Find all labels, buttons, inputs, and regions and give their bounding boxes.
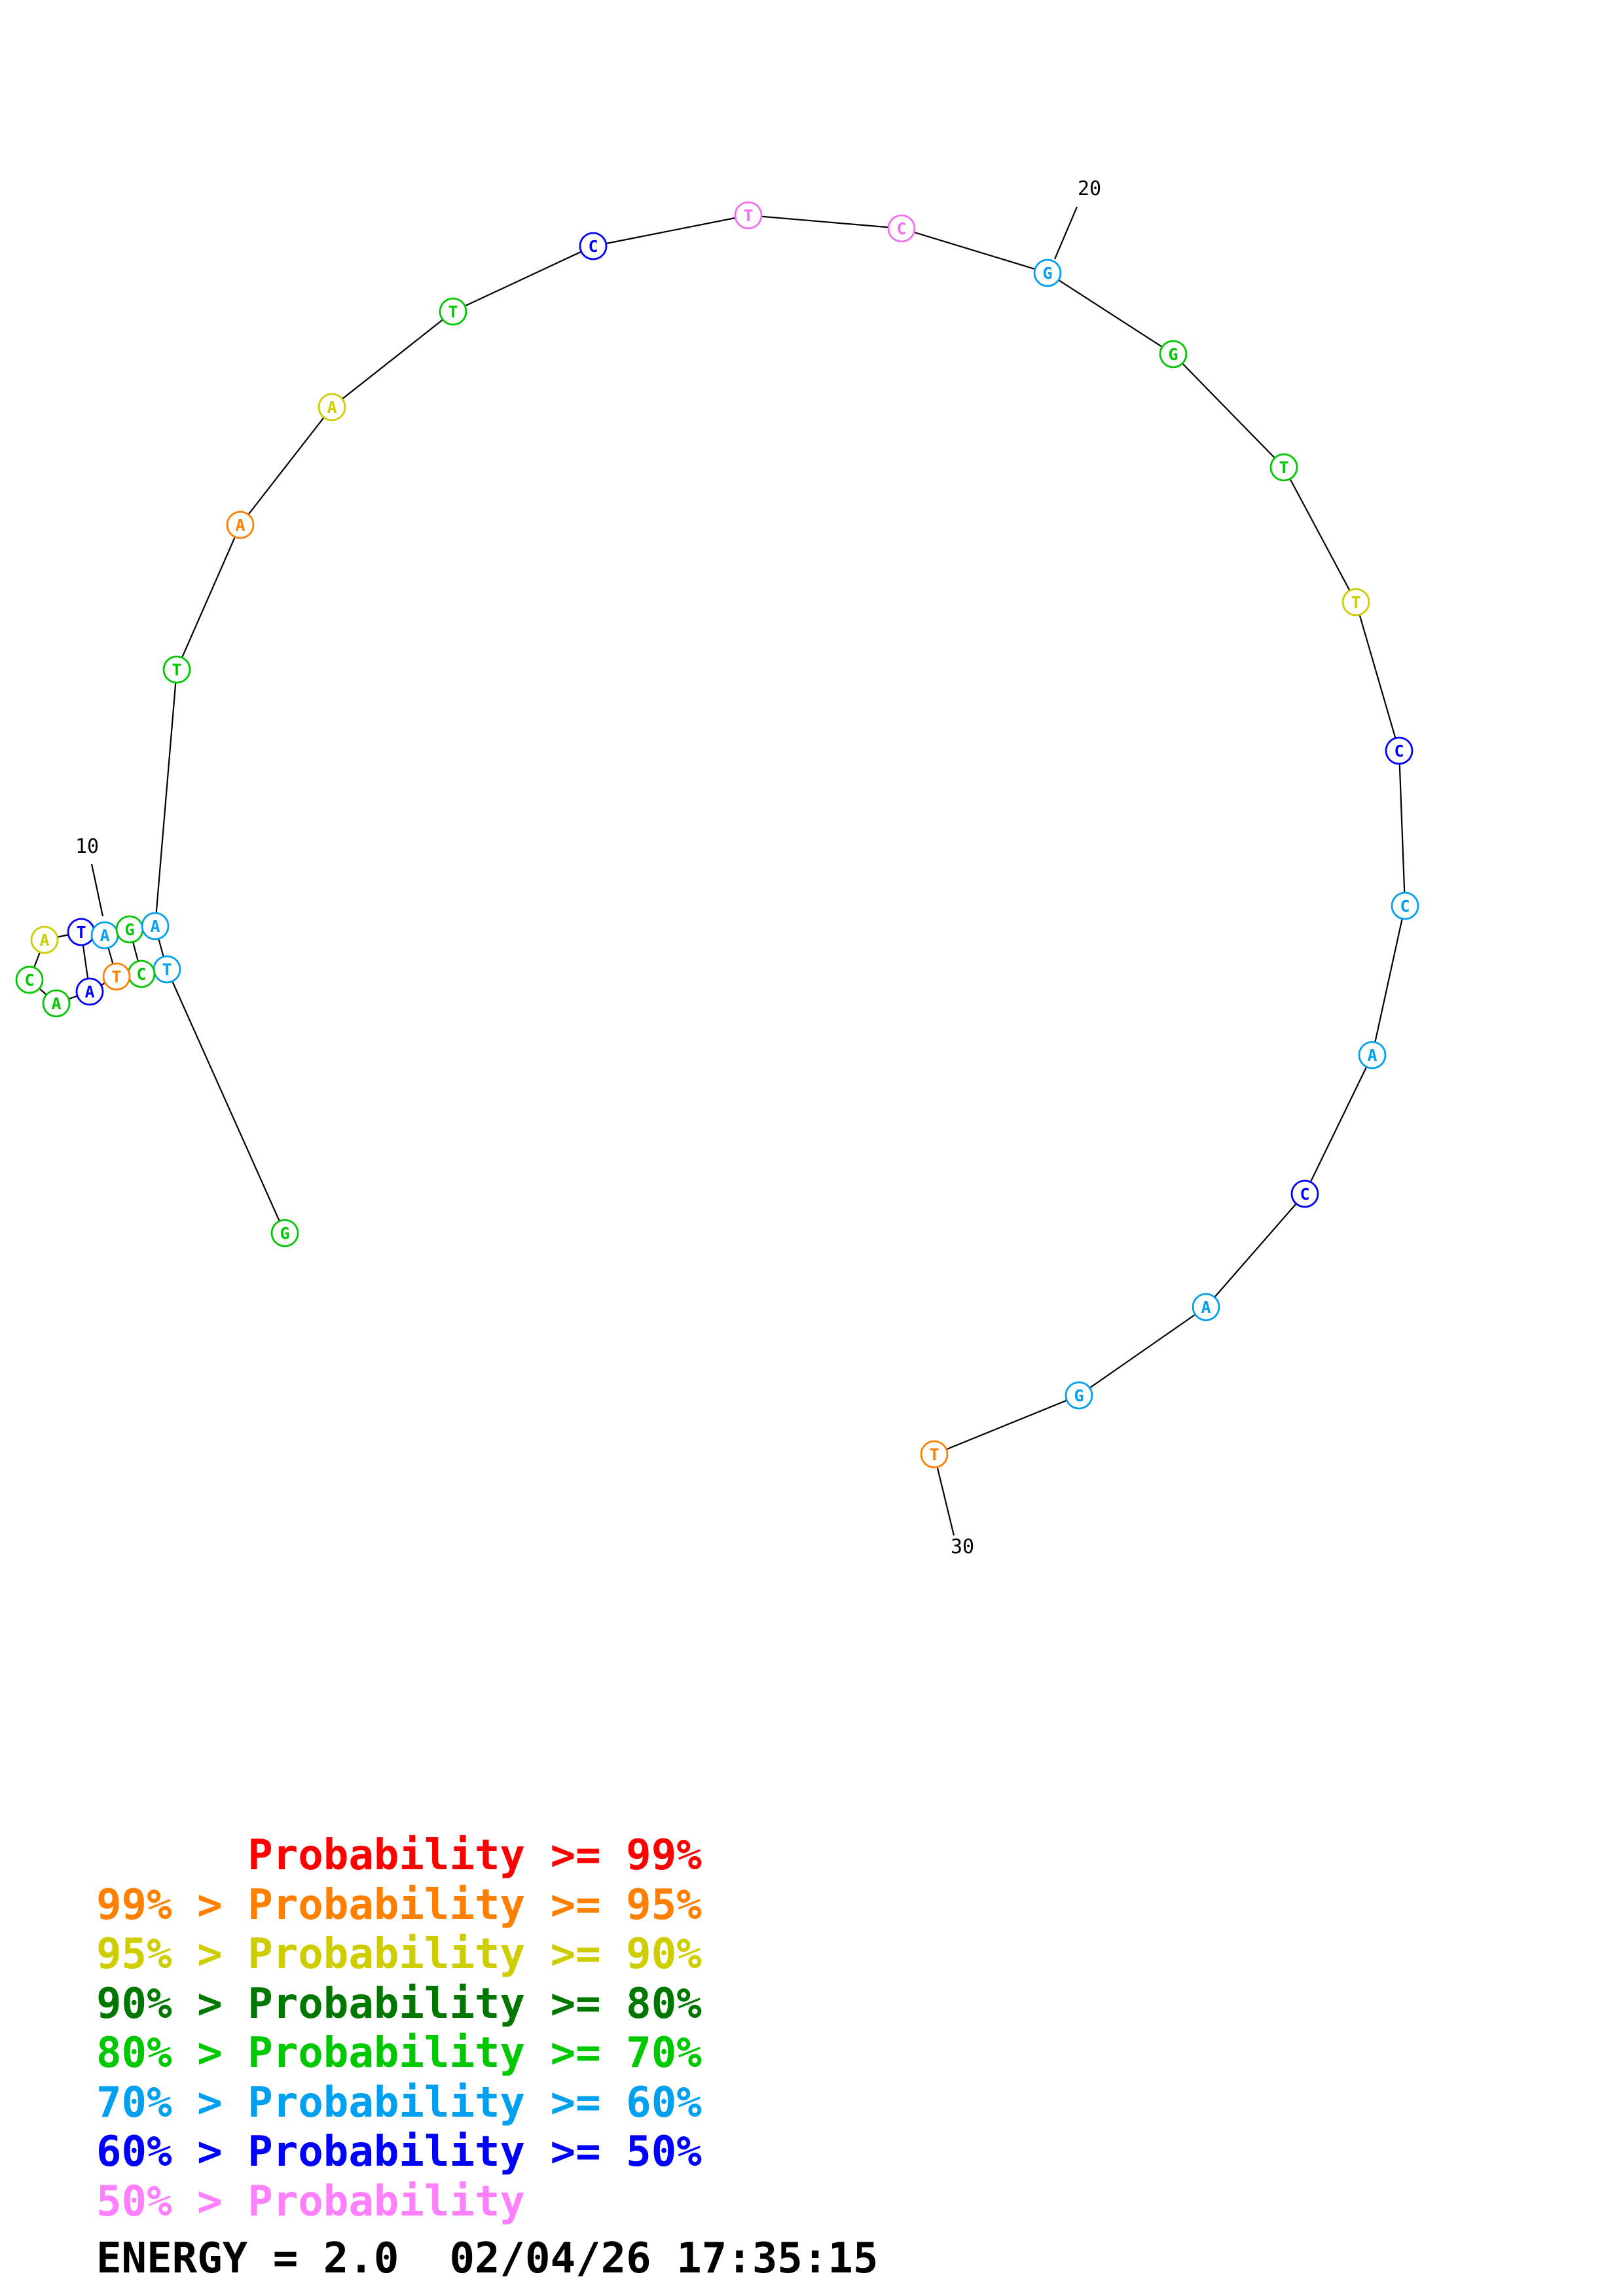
base-letter-12: A: [150, 917, 160, 936]
backbone-line: [1398, 750, 1406, 906]
number-label-30: 30: [951, 1535, 974, 1558]
backbone-line: [1283, 467, 1357, 603]
base-circle-1: [270, 1219, 299, 1247]
base-letter-9: T: [76, 923, 86, 942]
backbone-line: [175, 524, 242, 670]
legend-line-1: Probability >= 99%: [96, 1831, 702, 1880]
legend-line-7: 60% > Probability >= 50%: [96, 2128, 702, 2176]
base-letter-30: T: [929, 1445, 939, 1464]
base-letter-14: A: [235, 516, 245, 535]
base-letter-2: T: [162, 960, 172, 979]
base-letter-1: G: [280, 1224, 289, 1243]
base-circle-22: [1269, 453, 1298, 482]
base-circle-5: [75, 977, 104, 1006]
base-letter-27: C: [1300, 1185, 1309, 1204]
base-circle-25: [1391, 891, 1419, 920]
backbone-line: [240, 406, 333, 526]
base-letter-21: G: [1168, 345, 1178, 364]
base-letter-20: G: [1042, 264, 1052, 283]
base-letter-15: A: [327, 398, 337, 417]
base-circle-15: [318, 393, 346, 422]
base-letter-6: A: [51, 994, 61, 1013]
base-circle-18: [734, 201, 763, 230]
base-circle-19: [887, 214, 916, 243]
backbone-line: [1304, 1054, 1373, 1194]
base-letter-17: C: [588, 237, 598, 256]
base-circle-14: [226, 511, 255, 539]
legend-line-4: 90% > Probability >= 80%: [96, 1979, 702, 2028]
backbone-line: [331, 311, 454, 408]
base-circle-4: [102, 962, 131, 991]
base-letter-24: C: [1394, 742, 1404, 761]
legend-line-6: 70% > Probability >= 60%: [96, 2078, 702, 2127]
backbone-line: [1205, 1193, 1305, 1308]
base-letter-8: A: [39, 931, 49, 950]
backbone-line: [593, 214, 749, 247]
legend-line-3: 95% > Probability >= 90%: [96, 1930, 702, 1979]
base-circle-12: [141, 912, 170, 941]
backbone-line: [901, 227, 1048, 274]
base-letter-5: A: [84, 982, 94, 1001]
legend-line-2: 99% > Probability >= 95%: [96, 1880, 702, 1929]
number-tick-line: [90, 863, 104, 917]
backbone-line: [1173, 353, 1285, 468]
base-letter-7: C: [24, 971, 34, 990]
base-circle-29: [1065, 1381, 1093, 1410]
base-letter-22: T: [1279, 458, 1288, 477]
base-letter-19: C: [896, 219, 906, 238]
energy-line: ENERGY = 2.0 02/04/26 17:35:15: [96, 2234, 879, 2283]
number-tick-line: [936, 1467, 955, 1536]
legend-line-8: 50% > Probability: [96, 2177, 526, 2226]
backbone-line: [748, 214, 902, 230]
base-letter-29: G: [1074, 1386, 1084, 1405]
base-circle-6: [42, 989, 71, 1018]
number-label-20: 20: [1078, 177, 1101, 200]
number-tick-line: [1053, 206, 1078, 260]
base-circle-26: [1358, 1041, 1387, 1069]
base-letter-3: C: [136, 965, 146, 984]
base-letter-13: T: [172, 660, 181, 679]
backbone-line: [1371, 905, 1406, 1056]
backbone-line: [1078, 1306, 1207, 1396]
base-circle-17: [579, 232, 608, 260]
backbone-line: [1047, 272, 1174, 355]
base-letter-25: C: [1400, 897, 1410, 916]
base-letter-23: T: [1351, 593, 1360, 612]
base-circle-21: [1159, 340, 1188, 368]
backbone-line: [154, 669, 178, 927]
backbone-line: [1355, 601, 1400, 751]
base-letter-16: T: [448, 302, 458, 321]
base-letter-26: A: [1367, 1046, 1377, 1065]
base-circle-30: [920, 1440, 949, 1469]
probability-legend: Probability >= 99%99% > Probability >= 9…: [96, 1831, 702, 2227]
base-circle-23: [1341, 588, 1370, 617]
base-letter-28: A: [1201, 1298, 1211, 1317]
base-letter-10: A: [100, 926, 109, 945]
base-circle-28: [1192, 1293, 1220, 1321]
backbone-line: [452, 245, 594, 312]
legend-line-5: 80% > Probability >= 70%: [96, 2029, 702, 2077]
base-circle-24: [1385, 736, 1413, 765]
base-letter-4: T: [111, 967, 121, 986]
base-circle-13: [162, 655, 191, 684]
base-circle-7: [15, 965, 44, 994]
backbone-line: [166, 969, 286, 1234]
base-circle-16: [439, 297, 467, 326]
backbone-line: [934, 1394, 1080, 1456]
base-letter-18: T: [743, 206, 753, 225]
base-circle-8: [30, 925, 59, 954]
base-letter-11: G: [124, 920, 134, 939]
base-circle-20: [1033, 259, 1062, 287]
base-circle-27: [1290, 1179, 1319, 1208]
number-label-10: 10: [75, 835, 99, 858]
